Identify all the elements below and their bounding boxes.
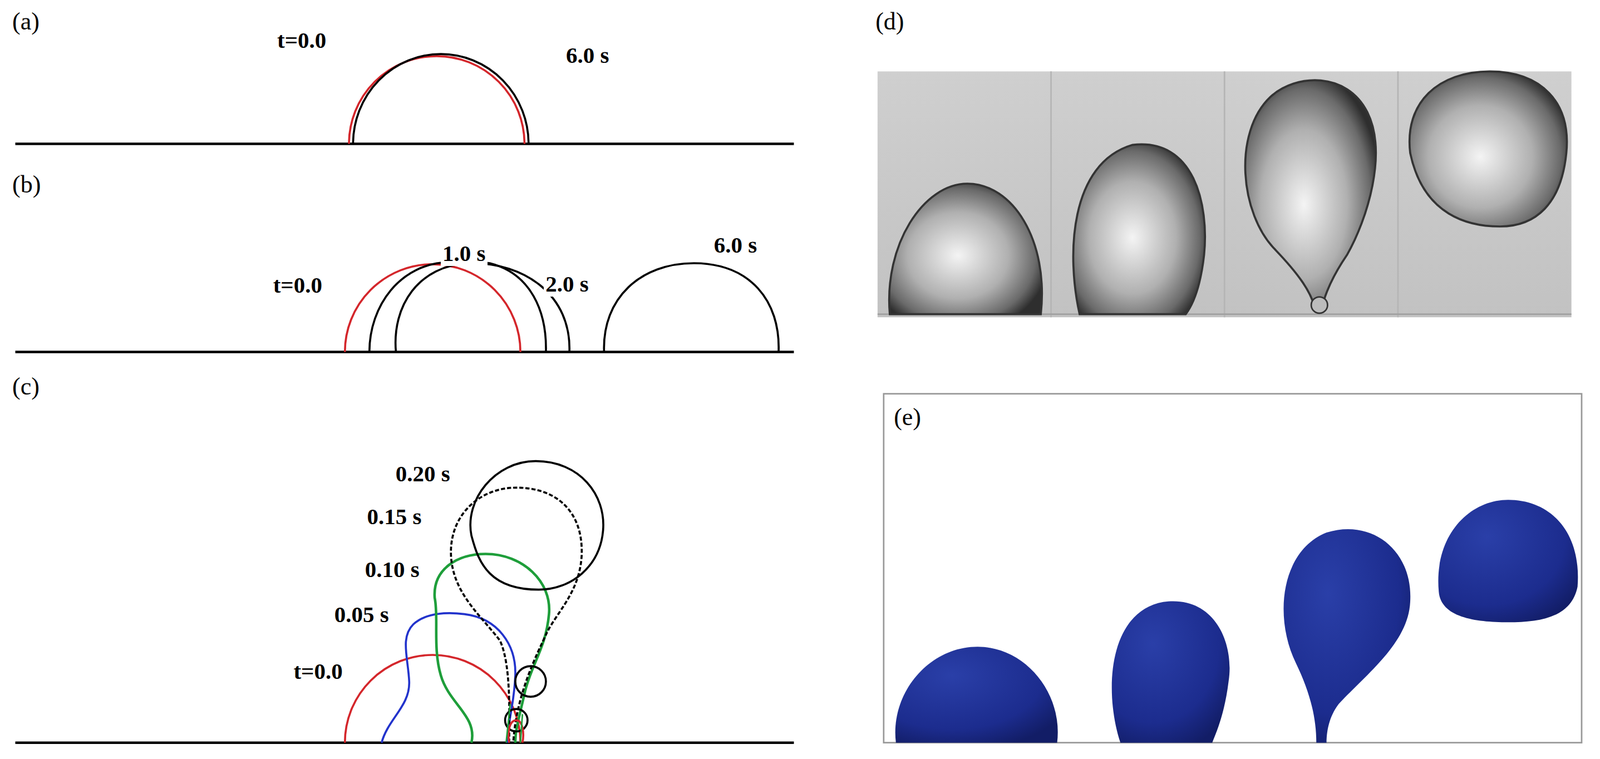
substrate-line [15,350,795,354]
neck-line [505,704,523,743]
satellite-droplet [515,666,546,697]
time-label: 6.0 s [712,232,759,258]
panel-label: (c) [12,373,40,401]
panel-label: (e) [893,404,922,431]
panel-label: (b) [12,171,41,199]
simulated-droplet [1283,529,1411,743]
droplet-outline [348,56,525,145]
substrate-line [15,741,795,745]
time-label: t=0.0 [271,272,324,298]
photo-droplet [1245,80,1377,307]
droplet-outline [470,461,604,590]
time-label: 0.15 s [365,504,423,530]
substrate-line [15,142,795,146]
simulated-droplet [1111,601,1230,743]
time-label: 6.0 s [564,42,611,68]
simulated-droplet [1438,499,1578,623]
photo-droplet [889,183,1043,315]
panel-label: (a) [12,8,40,36]
time-label: 0.10 s [363,557,422,583]
droplet-outline [603,263,779,353]
panel-label: (d) [875,8,904,36]
droplet-outline [434,554,550,743]
satellite-droplet [1311,297,1328,314]
render-frame [883,394,1582,743]
time-label: t=0.0 [291,658,344,684]
time-label: 0.05 s [332,602,391,628]
frame-divider [1223,71,1226,318]
time-label: 2.0 s [543,271,590,297]
droplet-outline [352,53,529,144]
droplet-outline [345,655,521,743]
frame-divider [1050,71,1052,318]
frame-divider [1397,71,1400,318]
droplet-outline [381,613,516,743]
simulated-droplet [895,646,1058,743]
time-label: 1.0 s [440,240,487,267]
photo-background [877,71,1572,318]
photo-droplet [1072,144,1205,314]
time-label: t=0.0 [275,27,328,53]
photo-droplet [1409,71,1568,227]
time-label: 0.20 s [394,461,452,487]
